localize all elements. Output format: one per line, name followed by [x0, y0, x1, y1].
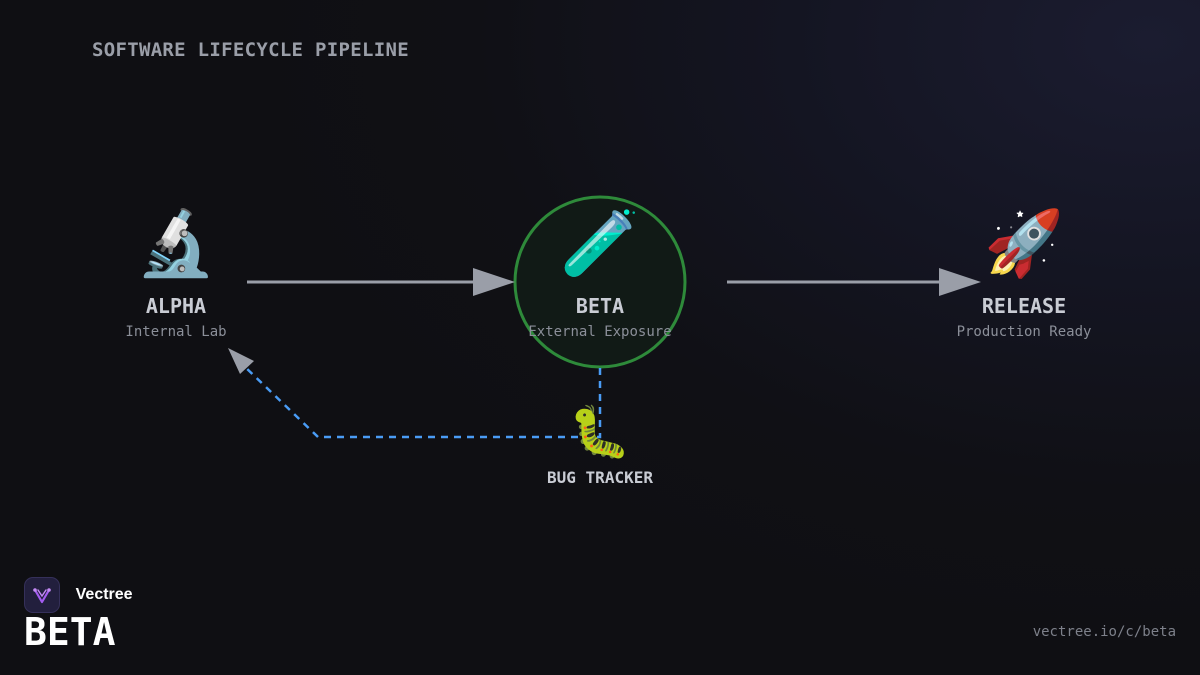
brand-name: Vectree [75, 586, 133, 603]
feedback-loop-path [242, 364, 602, 439]
rocket-icon: 🚀 [984, 207, 1064, 281]
node-release: 🚀 RELEASE Production Ready [904, 208, 1144, 340]
node-alpha-label: ALPHA [145, 294, 207, 318]
diagram-title: SOFTWARE LIFECYCLE PIPELINE [92, 39, 409, 61]
source-url[interactable]: vectree.io/c/beta [1032, 624, 1176, 640]
bug-icon: 🐛 [568, 403, 632, 461]
test-tube-icon: 🧪 [560, 207, 640, 281]
node-alpha: 🔬 ALPHA Internal Lab [56, 208, 296, 340]
microscope-icon: 🔬 [136, 207, 216, 281]
node-beta-label: BETA [575, 294, 625, 318]
feedback-arrowhead [228, 348, 254, 374]
brand[interactable]: Vectree [24, 577, 133, 613]
vectree-logo-icon [24, 577, 60, 613]
arrowhead-beta-to-release [939, 268, 981, 296]
node-alpha-subtitle: Internal Lab [125, 324, 227, 340]
node-bug-tracker-label: BUG TRACKER [547, 468, 653, 487]
node-release-label: RELEASE [981, 294, 1067, 318]
node-beta: 🧪 BETA External Exposure [480, 208, 720, 340]
arrowhead-alpha-to-beta [473, 268, 515, 296]
node-beta-subtitle: External Exposure [528, 324, 672, 340]
stage-badge: BETA [24, 610, 116, 654]
node-release-subtitle: Production Ready [956, 324, 1092, 340]
node-bug-tracker: 🐛 BUG TRACKER [500, 404, 700, 487]
